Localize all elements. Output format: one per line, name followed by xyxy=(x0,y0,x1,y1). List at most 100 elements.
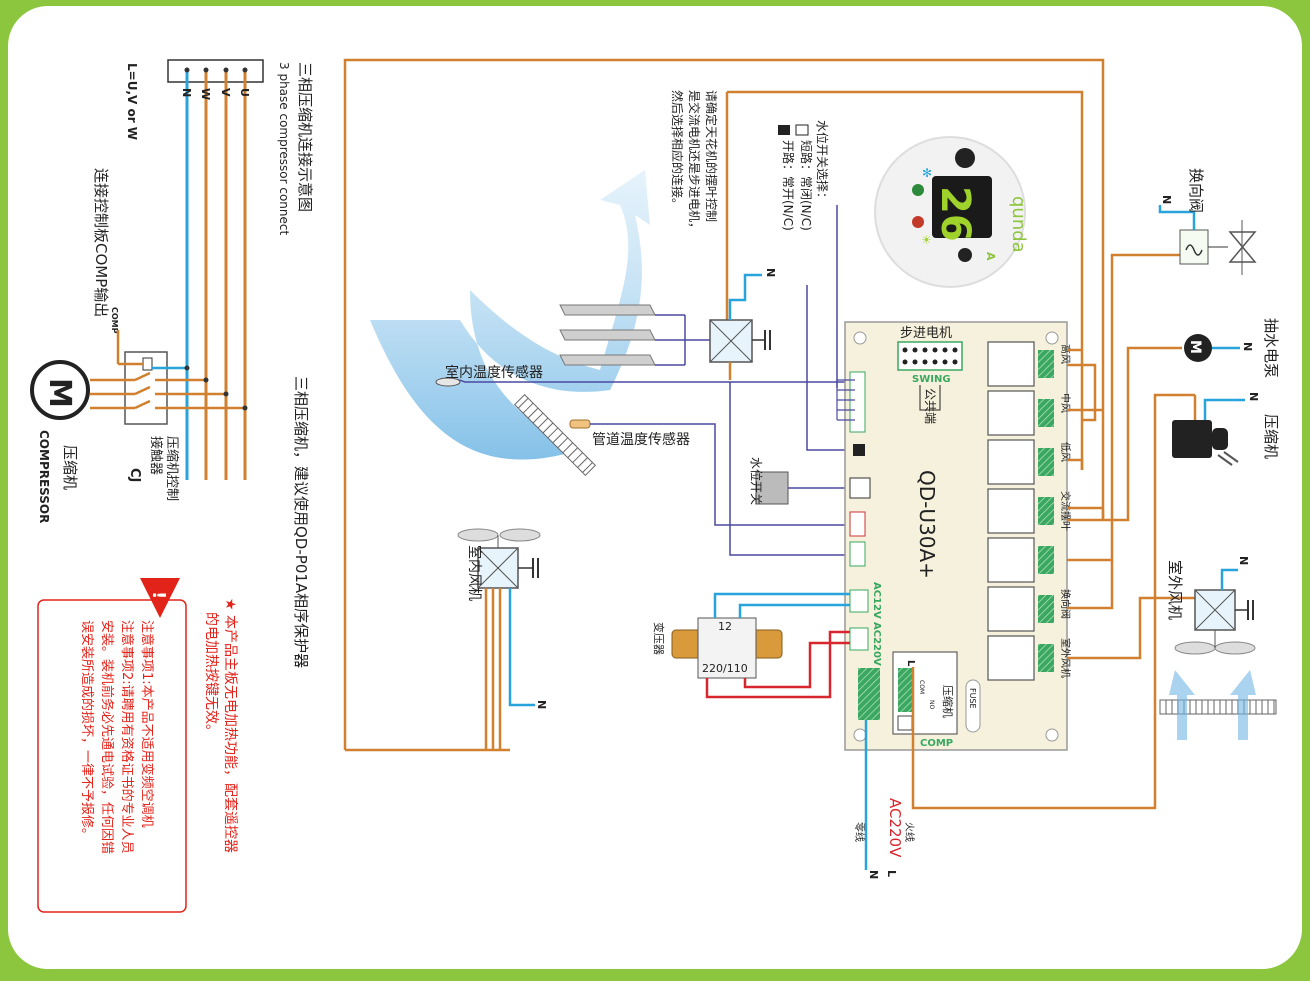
transformer: 12 220/110 变压器 xyxy=(652,617,783,679)
display-panel: 26 ✻ ☀ qunda A xyxy=(874,136,1029,288)
comp-terminal xyxy=(898,668,912,712)
note-2: 注意事项2:请聘用有资格证书的专业人员 xyxy=(119,620,135,854)
pump-motor-icon xyxy=(1184,334,1212,362)
relay-terminal xyxy=(1038,644,1054,672)
common-terminal-label: 公共端 xyxy=(923,388,937,424)
comp-label: COMP xyxy=(920,738,953,749)
warning-icon xyxy=(140,578,180,618)
phase-terminal-label: W xyxy=(199,88,212,100)
water-select-open: 开路：常开(N/C) xyxy=(781,140,796,231)
pipe-sensor-label: 管道温度传感器 xyxy=(592,431,690,448)
compressor-motor-icon xyxy=(30,360,90,420)
outdoor-compressor-label: 压缩机 xyxy=(1262,414,1280,459)
paper xyxy=(8,6,1302,969)
water-select-title: 水位开关选择： xyxy=(815,120,830,204)
sun-icon: ☀ xyxy=(921,233,932,247)
room-sensor-connector xyxy=(849,541,866,567)
compressor-en: COMPRESSOR xyxy=(37,430,51,523)
valve-n-label: N xyxy=(1160,195,1173,204)
status-led-red xyxy=(912,216,924,228)
louver-blades xyxy=(559,304,656,366)
outdoor-fan-label: 室外风机 xyxy=(1166,560,1184,620)
relay-terminal xyxy=(1038,399,1054,427)
stepper-label: 步进电机 xyxy=(900,326,952,341)
relay-terminal xyxy=(1038,595,1054,623)
relay xyxy=(987,488,1035,534)
swing-note-3: 然后选择相应的连接。 xyxy=(670,90,685,210)
contactor-code: CJ xyxy=(127,468,142,482)
contactor-coil xyxy=(142,357,153,371)
outdoor-side: N 换向阀 M N 抽水电泵 N 压缩机 N 室外风机 xyxy=(1067,168,1280,740)
indoor-fan-n-label: N xyxy=(535,700,548,709)
relay xyxy=(987,635,1035,681)
indoor-sensor-label: 室内温度传感器 xyxy=(445,364,543,381)
comp-small-label: COMP xyxy=(110,307,119,334)
outdoor-fan-n-label: N xyxy=(1237,556,1250,565)
three-phase-terminal-block xyxy=(167,59,264,83)
star-note-line1: ★ 本产品主板无电加热功能，配套遥控器 xyxy=(222,598,238,853)
airflow-arrow xyxy=(370,170,650,460)
relay-label: 高风 xyxy=(1059,344,1072,364)
phase-terminal-label: N xyxy=(180,88,193,97)
power-input: AC220V 火线 零线 L N xyxy=(853,393,1195,879)
relay xyxy=(987,439,1035,485)
comp-l-label: L xyxy=(905,660,916,667)
evaporator-coil xyxy=(513,393,597,477)
relay-terminal xyxy=(1038,448,1054,476)
l-terminal: L xyxy=(885,870,898,877)
indoor-sensor-probe xyxy=(435,377,461,387)
neutral-wire-label: 零线 xyxy=(853,822,866,842)
fuse xyxy=(965,679,981,733)
control-board: 步进电机 SWING 公共端 QD-U30A+ 高风中风低风交流摆叶换向阀室外风… xyxy=(836,321,1072,751)
swing-label: SWING xyxy=(912,374,951,385)
comp-block-label: 压缩机 xyxy=(941,685,955,718)
pipe-sensor-probe xyxy=(569,419,591,429)
relay xyxy=(987,586,1035,632)
outdoor-airflow-arrow-left xyxy=(1169,670,1195,740)
three-phase-title-cn: 三相压缩机连接示意图 xyxy=(296,62,314,212)
ac220v-label: AC220V xyxy=(871,622,882,666)
display-unit: A xyxy=(984,252,997,261)
ac12v-connector xyxy=(849,589,869,613)
jumper-open-icon xyxy=(778,125,790,135)
outdoor-fan-blade-left xyxy=(1174,641,1216,655)
status-led-green xyxy=(912,184,924,196)
l-note: L=U,V or W xyxy=(125,63,139,140)
relay-label: 换向阀 xyxy=(1059,589,1072,619)
main-wiring: N 请确定天花机的摆叶控制 是交流电机还是步进电机， 然后选择相应的连接。 室内… xyxy=(343,58,1105,752)
three-phase-title-en: 3 phase compressor connect xyxy=(277,62,291,235)
live-wire-label: 火线 xyxy=(903,822,916,842)
snowflake-icon: ✻ xyxy=(922,166,932,180)
phase-terminal-label: U xyxy=(238,88,251,97)
water-jumper xyxy=(853,444,865,456)
note-3: 安装。装机前务必先通电试验，任何因错 xyxy=(99,620,115,854)
relay xyxy=(987,390,1035,436)
brand-logo: qunda xyxy=(1008,196,1029,253)
compressor-n-label: N xyxy=(1247,392,1260,401)
water-switch-label: 水位开关 xyxy=(749,457,764,505)
ac220v-input: AC220V xyxy=(886,798,904,858)
water-level-switch xyxy=(755,471,789,505)
reversing-valve-label: 换向阀 xyxy=(1187,168,1205,213)
board-model: QD-U30A+ xyxy=(915,470,939,579)
display-screen xyxy=(932,176,992,238)
warning-exclamation: ! xyxy=(148,591,169,599)
outdoor-airflow-arrow-right xyxy=(1230,670,1256,740)
swing-note-2: 是交流电机还是步进电机， xyxy=(687,90,702,234)
transformer-top: 12 xyxy=(718,620,732,633)
compressor-cn: 压缩机 xyxy=(61,445,79,490)
ac12v-label: AC12V xyxy=(871,582,882,619)
phase-protector-recommend: 三相压缩机，建议使用QD-P01A相序保护器 xyxy=(292,376,310,668)
n-terminal: N xyxy=(867,870,880,879)
relay-terminal xyxy=(1038,350,1054,378)
contactor-label-2: 接触器 xyxy=(148,436,164,475)
relay-label: 交流摆叶 xyxy=(1059,491,1072,531)
reversing-valve xyxy=(1179,229,1209,265)
display-sensor-top xyxy=(955,148,975,168)
note-4: 误安装所造成的损坏，一律不予报修。 xyxy=(79,620,95,841)
relay-terminal xyxy=(1038,546,1054,574)
pump-label: 抽水电泵 xyxy=(1262,318,1280,378)
swing-note-1: 请确定天花机的摆叶控制 xyxy=(704,90,719,222)
